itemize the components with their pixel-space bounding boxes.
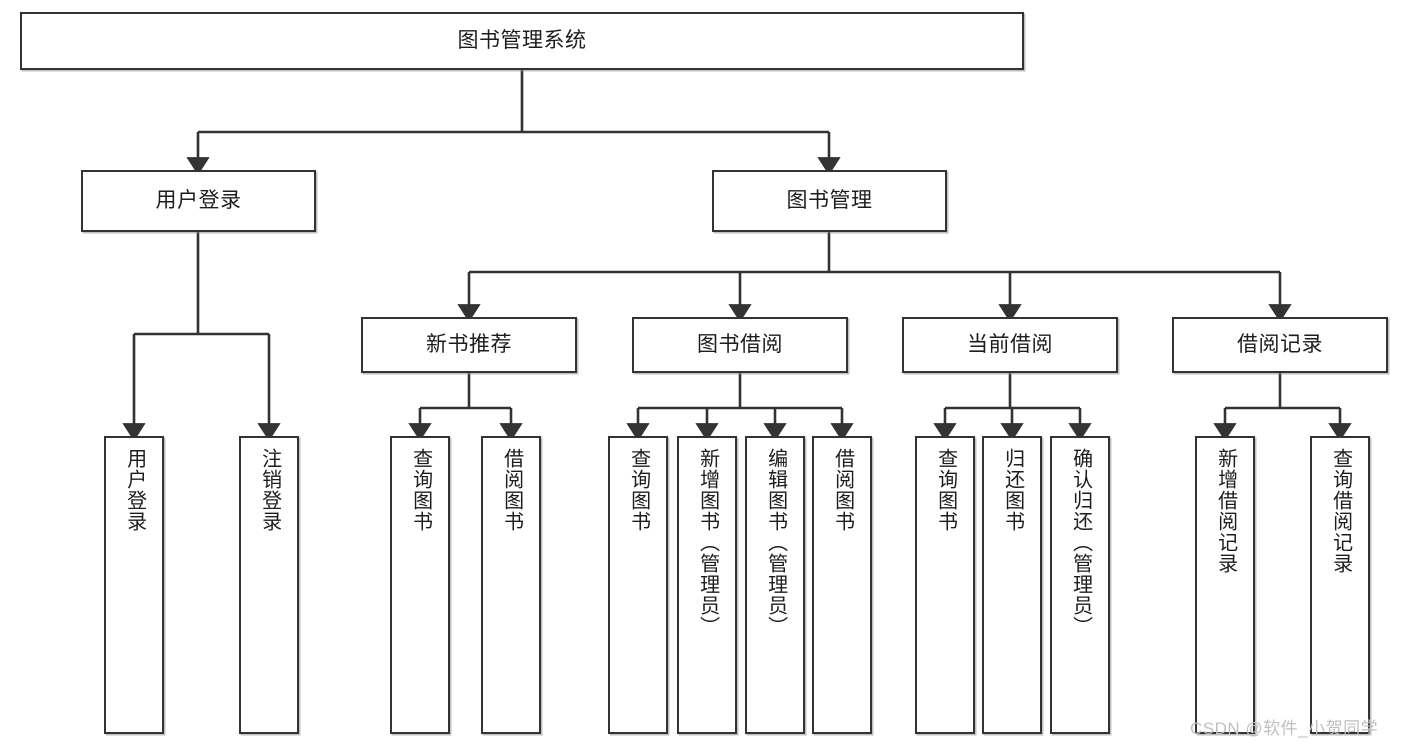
node-label: 借阅记录 [1237, 333, 1323, 357]
node-label: 借阅图书 [500, 448, 523, 532]
node-label: 图书管理系统 [457, 29, 587, 53]
node-label: 新书推荐 [426, 333, 512, 357]
node-label: 新增借阅记录 [1214, 448, 1237, 574]
node-leaf-borrow-book-1[interactable]: 借阅图书 [481, 436, 541, 734]
node-label: 确认归还（管理员） [1069, 448, 1092, 637]
node-label: 查询图书 [934, 448, 957, 532]
node-leaf-query-book-3[interactable]: 查询图书 [915, 436, 975, 734]
node-label: 查询图书 [627, 448, 650, 532]
node-leaf-borrow-book-2[interactable]: 借阅图书 [812, 436, 872, 734]
node-label: 用户登录 [155, 189, 242, 213]
node-label: 用户登录 [123, 448, 146, 532]
node-label: 归还图书 [1001, 448, 1024, 532]
node-label: 查询借阅记录 [1329, 448, 1352, 574]
node-leaf-user-logout[interactable]: 注销登录 [239, 436, 299, 734]
node-leaf-user-login[interactable]: 用户登录 [104, 436, 164, 734]
watermark-label: CSDN @软件_小贺同学 [1190, 719, 1379, 738]
node-user-login[interactable]: 用户登录 [81, 170, 316, 232]
node-leaf-confirm-return[interactable]: 确认归还（管理员） [1050, 436, 1110, 734]
node-new-book-recommend[interactable]: 新书推荐 [361, 317, 577, 373]
node-leaf-add-book[interactable]: 新增图书（管理员） [677, 436, 737, 734]
node-leaf-add-borrow-record[interactable]: 新增借阅记录 [1195, 436, 1255, 734]
node-label: 图书管理 [786, 189, 873, 213]
node-borrow-records[interactable]: 借阅记录 [1172, 317, 1388, 373]
node-leaf-query-book-2[interactable]: 查询图书 [608, 436, 668, 734]
node-root[interactable]: 图书管理系统 [20, 12, 1024, 70]
node-current-borrow[interactable]: 当前借阅 [902, 317, 1118, 373]
connector-group [122, 70, 1352, 442]
node-leaf-return-book[interactable]: 归还图书 [982, 436, 1042, 734]
node-leaf-query-borrow-record[interactable]: 查询借阅记录 [1310, 436, 1370, 734]
node-book-management[interactable]: 图书管理 [712, 170, 947, 232]
node-label: 注销登录 [258, 448, 281, 532]
node-label: 查询图书 [409, 448, 432, 532]
node-label: 借阅图书 [831, 448, 854, 532]
node-book-borrow[interactable]: 图书借阅 [632, 317, 848, 373]
node-label: 新增图书（管理员） [696, 448, 719, 637]
node-label: 图书借阅 [697, 333, 783, 357]
node-label: 编辑图书（管理员） [764, 448, 787, 637]
node-leaf-edit-book[interactable]: 编辑图书（管理员） [745, 436, 805, 734]
node-leaf-query-book-1[interactable]: 查询图书 [390, 436, 450, 734]
node-label: 当前借阅 [967, 333, 1053, 357]
